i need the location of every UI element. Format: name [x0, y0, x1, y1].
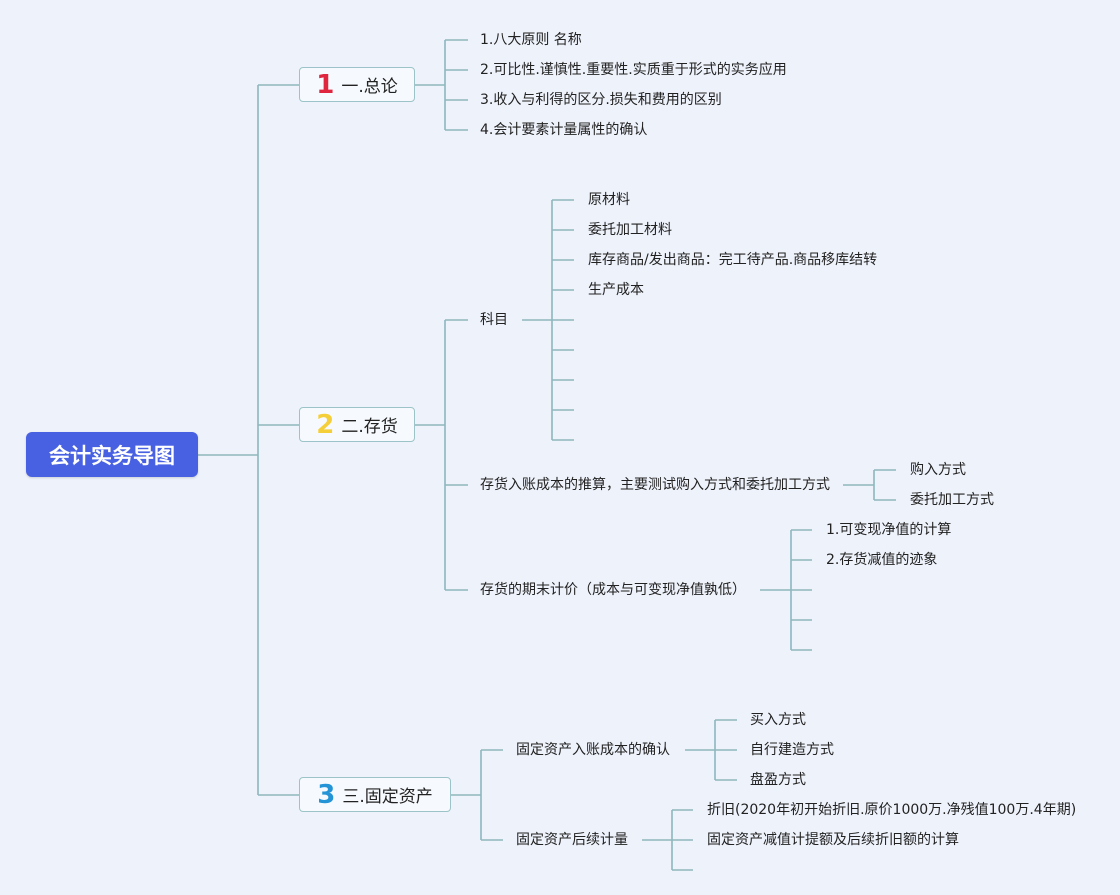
branch-fixed-assets-label: 三.固定资产 [342, 787, 433, 807]
subject-item-1[interactable]: 原材料 [588, 192, 630, 208]
subject-item-2[interactable]: 委托加工材料 [588, 222, 672, 238]
badge-two-icon: 2 [316, 409, 335, 440]
root-label: 会计实务导图 [49, 443, 175, 468]
entry-item-2[interactable]: 自行建造方式 [750, 742, 834, 758]
connector-b1 [414, 39, 468, 131]
later-item-2[interactable]: 固定资产减值计提额及后续折旧额的计算 [707, 832, 959, 848]
cost-item-1[interactable]: 购入方式 [910, 462, 966, 478]
valuation-item-1[interactable]: 1.可变现净值的计算 [826, 522, 952, 538]
general-item-2[interactable]: 2.可比性.谨慎性.重要性.实质重于形式的实务应用 [480, 62, 787, 78]
subject-item-3[interactable]: 库存商品/发出商品：完工待产品.商品移库结转 [588, 252, 878, 268]
connector-b2 [414, 319, 468, 591]
connector-later [642, 809, 693, 871]
connector-b3 [450, 749, 503, 841]
connector-subject [522, 199, 574, 441]
branch-inventory[interactable]: 2 二.存货 [299, 407, 415, 442]
branch-fixed-assets[interactable]: 3 三.固定资产 [299, 777, 451, 812]
connector-root-branches [258, 84, 300, 796]
general-item-4[interactable]: 4.会计要素计量属性的确认 [480, 122, 648, 138]
badge-three-icon: 3 [317, 779, 336, 810]
branch-general[interactable]: 1 一.总论 [299, 67, 415, 102]
root-node[interactable]: 会计实务导图 [26, 432, 198, 477]
connector-valuation [760, 529, 812, 651]
valuation-item-2[interactable]: 2.存货减值的迹象 [826, 552, 938, 568]
later-item-1[interactable]: 折旧(2020年初开始折旧.原价1000万.净残值100万.4年期) [707, 802, 1077, 818]
connector-cost [843, 469, 896, 501]
subject-item-4[interactable]: 生产成本 [588, 282, 644, 298]
badge-one-icon: 1 [316, 69, 335, 100]
later-node[interactable]: 固定资产后续计量 [516, 832, 628, 848]
general-item-1[interactable]: 1.八大原则 名称 [480, 32, 582, 48]
entry-item-3[interactable]: 盘盈方式 [750, 772, 806, 788]
branch-general-label: 一.总论 [341, 77, 398, 97]
entry-item-1[interactable]: 买入方式 [750, 712, 806, 728]
cost-item-2[interactable]: 委托加工方式 [910, 492, 994, 508]
subject-node[interactable]: 科目 [480, 312, 508, 328]
connector-entry [685, 719, 737, 781]
branch-inventory-label: 二.存货 [341, 417, 398, 437]
cost-node[interactable]: 存货入账成本的推算，主要测试购入方式和委托加工方式 [480, 477, 830, 493]
general-item-3[interactable]: 3.收入与利得的区分.损失和费用的区别 [480, 92, 722, 108]
valuation-node[interactable]: 存货的期末计价（成本与可变现净值孰低） [480, 582, 746, 598]
entry-node[interactable]: 固定资产入账成本的确认 [516, 742, 670, 758]
